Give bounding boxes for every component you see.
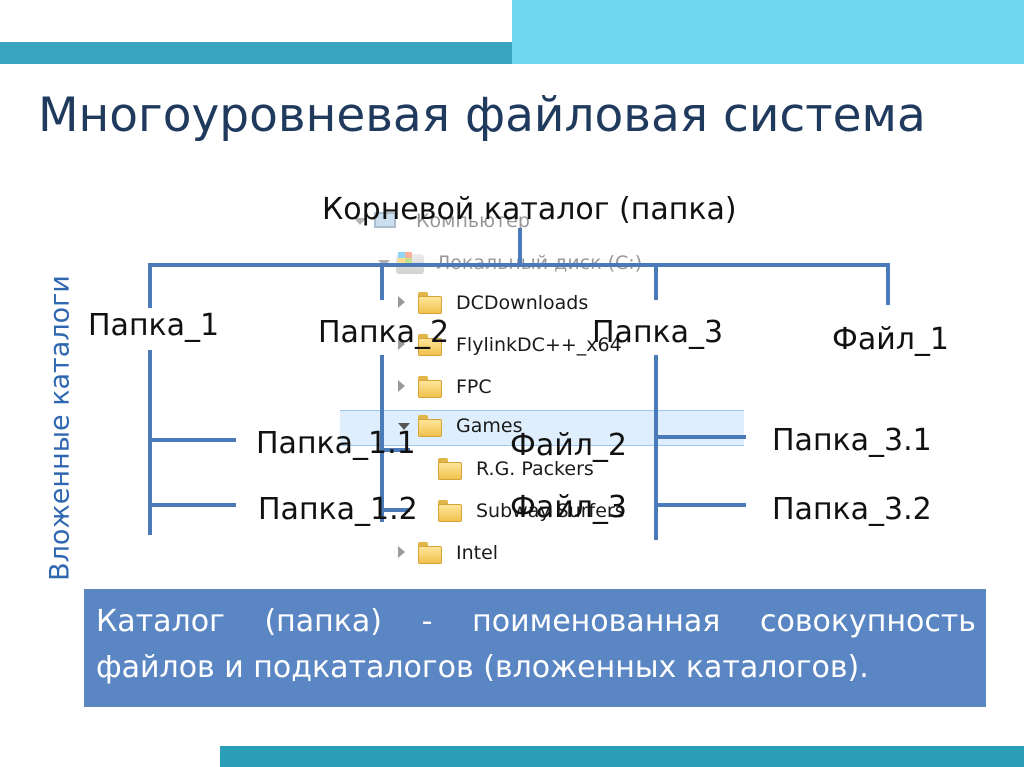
- folder-icon: [418, 415, 442, 437]
- collapse-arrow-icon: [398, 380, 405, 392]
- folder1-1-label: Папка_1.1: [256, 426, 416, 461]
- explorer-label: DCDownloads: [456, 292, 589, 314]
- explorer-label: R.G. Packers: [476, 458, 594, 480]
- folder-icon: [438, 500, 462, 522]
- folder3-1-label: Папка_3.1: [772, 423, 932, 458]
- explorer-label-computer: Компьютер: [416, 210, 530, 232]
- explorer-label: Games: [456, 415, 523, 437]
- folder3-label: Папка_3: [592, 315, 724, 350]
- explorer-row-item: FlylinkDC++_x64: [340, 330, 744, 364]
- file1-label: Файл_1: [832, 322, 949, 357]
- explorer-label: Subway Surfers: [476, 500, 625, 522]
- explorer-row-item: Subway Surfers: [340, 496, 744, 530]
- explorer-row-item: DCDownloads: [340, 288, 744, 322]
- folder-icon: [418, 542, 442, 564]
- folder-icon: [418, 292, 442, 314]
- root-directory-label: Корневой каталог (папка): [322, 192, 737, 227]
- definition-box: Каталог (папка) - поименованная совокупн…: [84, 589, 986, 707]
- folder1-label: Папка_1: [88, 308, 220, 343]
- folder3-2-label: Папка_3.2: [772, 492, 932, 527]
- expand-arrow-icon: [354, 218, 366, 225]
- collapse-arrow-icon: [398, 338, 405, 350]
- nested-directories-label: Вложенные каталоги: [44, 275, 76, 581]
- collapse-arrow-icon: [398, 296, 405, 308]
- explorer-row-item: R.G. Packers: [340, 454, 744, 488]
- explorer-row-item: FPC: [340, 372, 744, 406]
- bottom-accent-bar: [220, 746, 1024, 767]
- explorer-row-computer: Компьютер: [340, 206, 744, 240]
- explorer-row-item: Intel: [340, 538, 744, 572]
- slide-title: Многоуровневая файловая система: [38, 88, 926, 143]
- folder1-2-label: Папка_1.2: [258, 492, 418, 527]
- file2-label: Файл_2: [510, 428, 627, 463]
- collapse-arrow-icon: [398, 546, 405, 558]
- explorer-row-selected: Games: [340, 410, 744, 446]
- explorer-label: FlylinkDC++_x64: [456, 334, 622, 356]
- top-accent-bar-dark: [0, 42, 512, 64]
- explorer-label: Intel: [456, 542, 499, 564]
- expand-arrow-icon: [398, 423, 410, 430]
- explorer-tree-screenshot: Компьютер Локальный диск (C:) DCDownload…: [340, 168, 744, 588]
- folder2-label: Папка_2: [318, 315, 450, 350]
- computer-icon: [374, 212, 396, 228]
- top-accent-bar-light: [512, 0, 1024, 64]
- file3-label: Файл_3: [510, 490, 627, 525]
- folder-icon: [418, 334, 442, 356]
- folder-icon: [418, 376, 442, 398]
- explorer-label: FPC: [456, 376, 492, 398]
- folder-icon: [438, 458, 462, 480]
